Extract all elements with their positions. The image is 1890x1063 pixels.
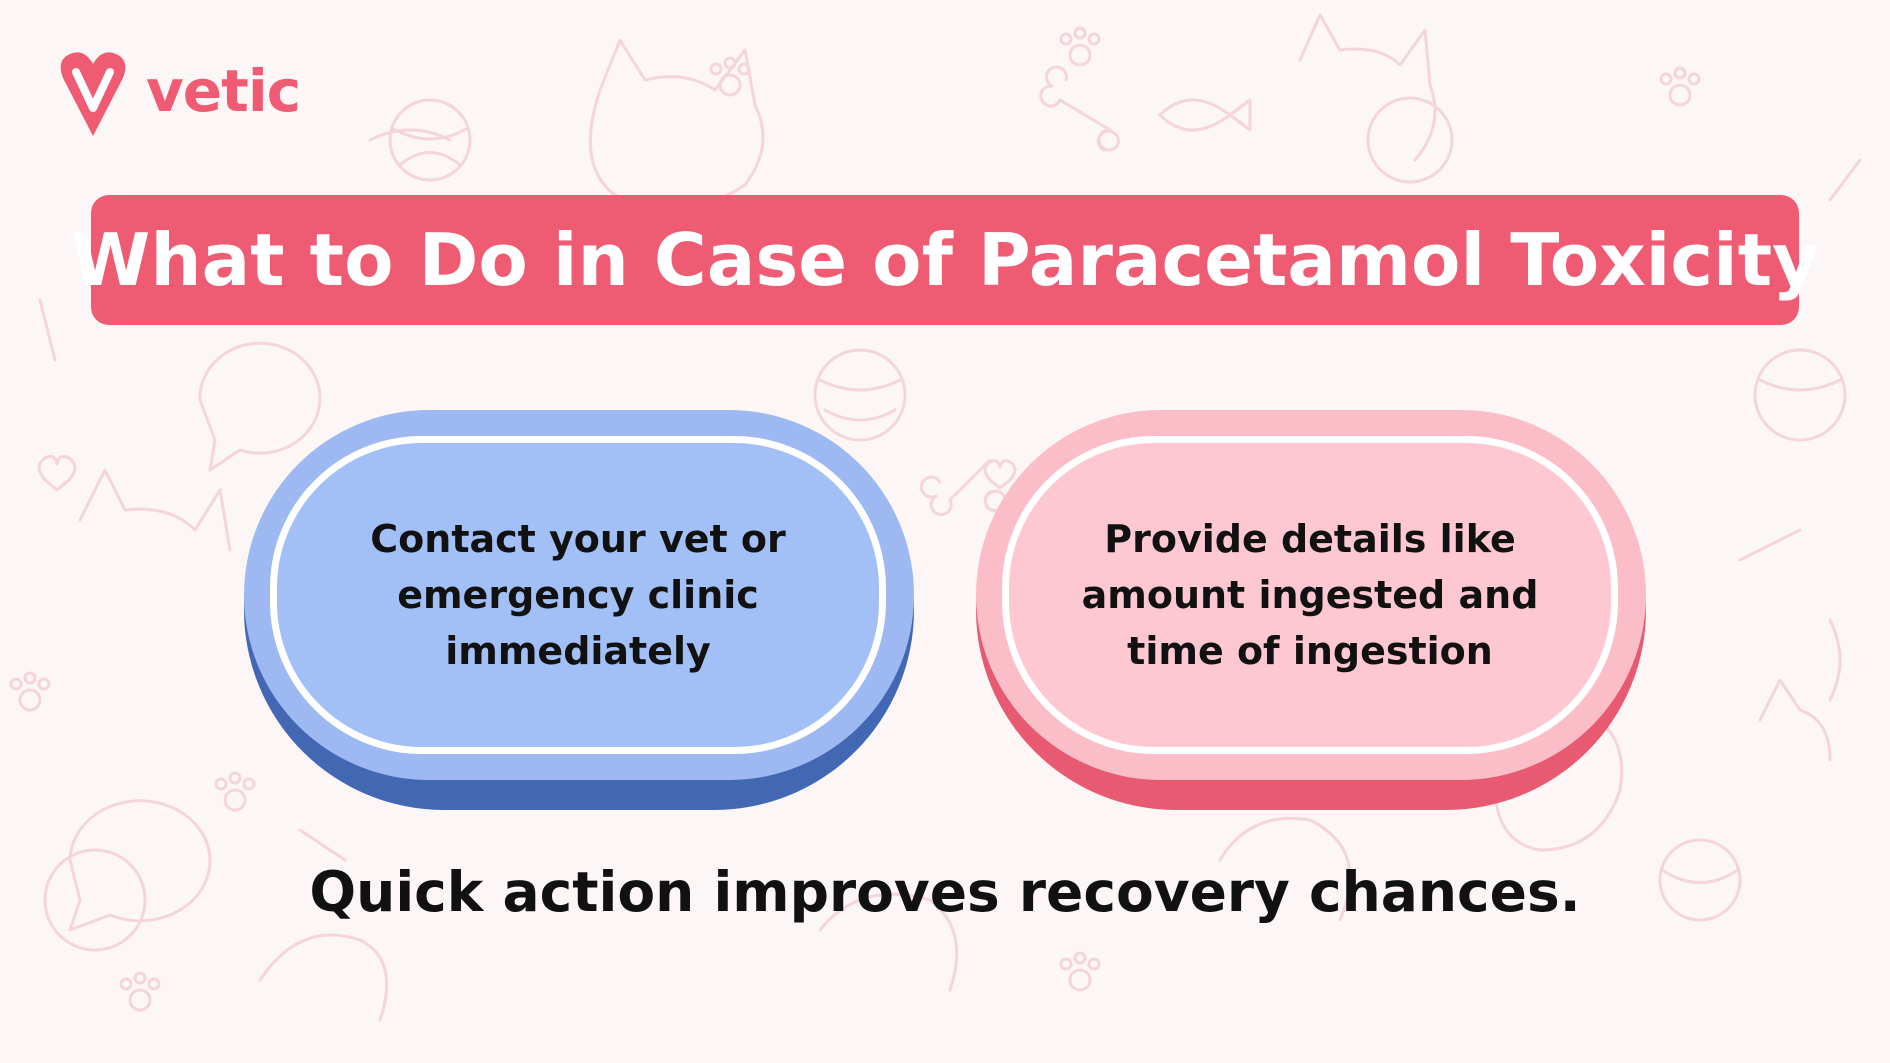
step-card-inner: Contact your vet or emergency clinic imm… xyxy=(270,436,886,754)
step-card-provide-details: Provide details like amount ingested and… xyxy=(976,410,1646,810)
brand-logo[interactable]: vetic xyxy=(58,50,301,140)
title-banner: What to Do in Case of Paracetamol Toxici… xyxy=(71,195,1819,325)
footer-message: Quick action improves recovery chances. xyxy=(309,860,1581,924)
step-card-text: Provide details like amount ingested and… xyxy=(1081,517,1539,673)
step-card-contact-vet: Contact your vet or emergency clinic imm… xyxy=(244,410,914,810)
brand-name: vetic xyxy=(146,57,301,125)
step-card-text: Contact your vet or emergency clinic imm… xyxy=(370,517,786,673)
page-title: What to Do in Case of Paracetamol Toxici… xyxy=(70,218,1820,302)
step-card-inner: Provide details like amount ingested and… xyxy=(1002,436,1618,754)
heart-v-icon xyxy=(60,52,126,137)
